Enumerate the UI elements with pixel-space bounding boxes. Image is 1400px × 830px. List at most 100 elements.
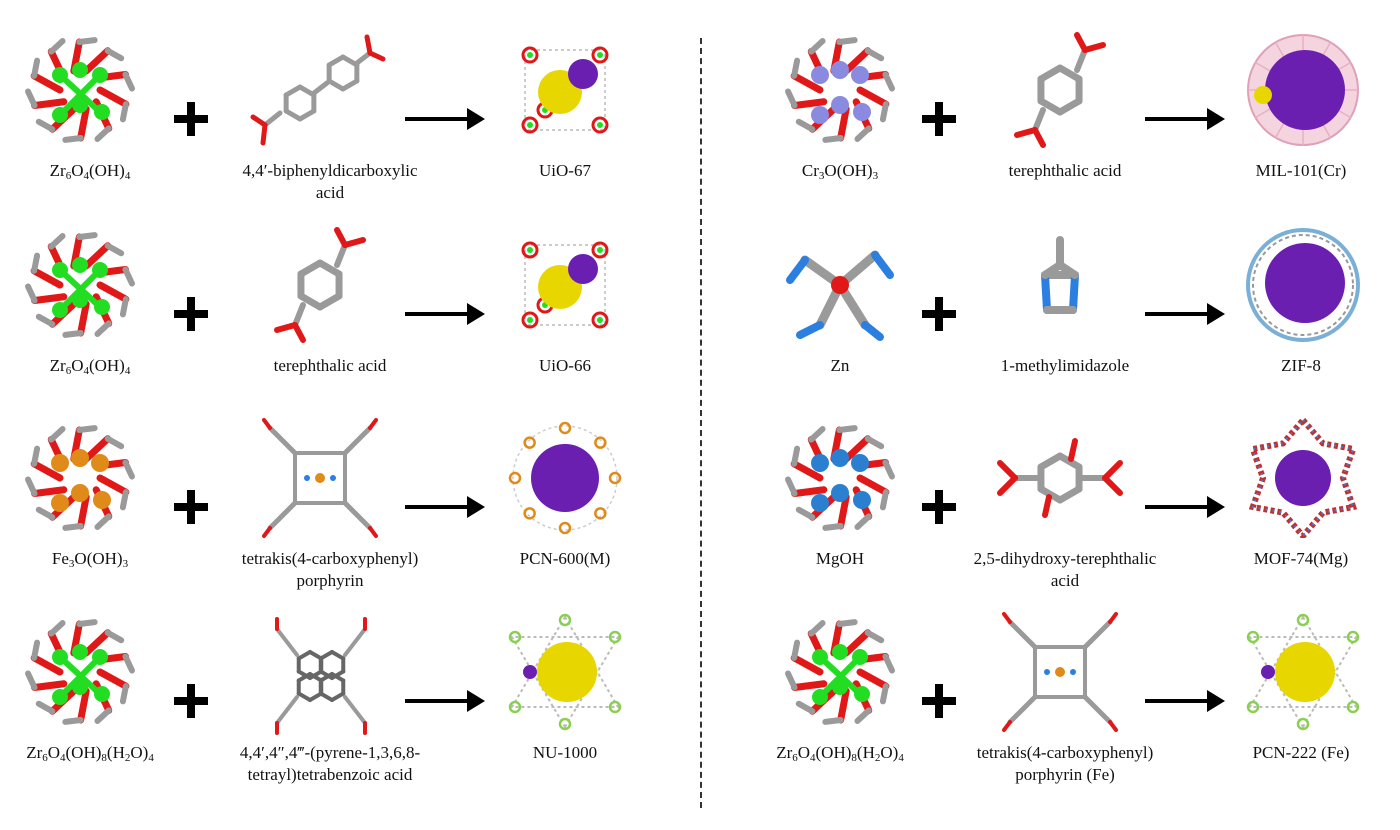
linker-label: terephthalic acid: [950, 160, 1180, 182]
terephthalate-icon: [245, 220, 395, 350]
formula-text: Zn: [830, 356, 850, 375]
zif-cage-icon: [1243, 225, 1363, 345]
metal-node-label: Zr6O4(OH)8(H2O)4: [755, 742, 925, 764]
hexagonal-channel-icon: [1243, 418, 1363, 538]
reaction-arrow-icon: [405, 108, 485, 130]
metal-node-label: Zr6O4(OH)4: [5, 355, 175, 377]
plus-icon: [922, 684, 956, 718]
formula-subscript: 3: [68, 558, 75, 570]
linker-label-line2: tetrayl)tetrabenzoic acid: [247, 765, 413, 784]
uio-framework-icon: [505, 225, 625, 345]
reaction-arrow-icon: [405, 496, 485, 518]
linker-label-line2: acid: [1050, 571, 1080, 590]
formula-subscript: 3: [122, 558, 129, 570]
formula-subscript: 4: [124, 170, 131, 182]
metal-node-label: Cr3O(OH)3: [755, 160, 925, 182]
mof-name-label: UiO-67: [539, 161, 591, 180]
mof-name-label: PCN-600(M): [519, 549, 611, 568]
formula-text: O: [71, 356, 84, 375]
linker-label-line1: 1-methylimidazole: [1000, 356, 1130, 375]
zn-node-icon: [780, 225, 900, 345]
linker-label-line2: porphyrin: [296, 571, 364, 590]
reaction-row: MgOH 2,5-dihydroxy-terephthalic acid MOF-74…: [700, 418, 1400, 618]
formula-subscript: 4: [83, 170, 89, 182]
linker-label-line2: porphyrin (Fe): [1015, 765, 1115, 784]
plus-icon: [174, 102, 208, 136]
formula-text: Cr: [801, 161, 819, 180]
metal-node-label: Zr6O4(OH)4: [5, 160, 175, 182]
formula-subscript: 3: [872, 170, 879, 182]
linker-label: 4,4′,4″,4‴-(pyrene-1,3,6,8- tetrayl)tetra…: [215, 742, 445, 786]
formula-subscript: 2: [124, 752, 131, 764]
formula-text: O: [47, 743, 61, 762]
formula-text: O(OH): [824, 161, 873, 180]
linker-label-line1: terephthalic acid: [1008, 161, 1122, 180]
metal-node-label: Zn: [755, 355, 925, 377]
cr-cluster-icon: [780, 30, 900, 150]
formula-subscript: 4: [810, 752, 816, 764]
pcn-cage-icon: [505, 418, 625, 538]
linker-label: terephthalic acid: [215, 355, 445, 377]
linker-label-line1: 4,4′,4″,4‴-(pyrene-1,3,6,8-: [239, 743, 421, 762]
zr-cluster-icon: [780, 612, 900, 732]
formula-text: (OH): [88, 356, 125, 375]
linker-label-line1: 4,4′-biphenyldicarboxylic: [242, 161, 418, 180]
formula-subscript: 8: [851, 752, 857, 764]
linker-label-line1: 2,5-dihydroxy-terephthalic: [973, 549, 1157, 568]
formula-subscript: 6: [65, 170, 72, 182]
linker-label: tetrakis(4-carboxyphenyl)porphyrin (Fe): [950, 742, 1180, 786]
porphyrin-icon: [985, 607, 1135, 737]
plus-icon: [174, 490, 208, 524]
formula-subscript: 4: [83, 365, 89, 377]
mof-name-label: MIL-101(Cr): [1255, 161, 1347, 180]
formula-text: MgOH: [815, 549, 865, 568]
formula-subscript: 4: [60, 752, 66, 764]
plus-icon: [174, 684, 208, 718]
formula-text: Zr: [26, 743, 43, 762]
metal-node-label: MgOH: [755, 548, 925, 570]
kagome-framework-icon: [505, 612, 625, 732]
formula-text: (H: [856, 743, 875, 762]
reaction-arrow-icon: [1145, 108, 1225, 130]
formula-text: O: [71, 161, 84, 180]
linker-label-line1: tetrakis(4-carboxyphenyl): [241, 549, 419, 568]
formula-text: O: [797, 743, 811, 762]
reaction-arrow-icon: [1145, 690, 1225, 712]
mof-name-label: NU-1000: [532, 743, 598, 762]
mof-name-label: UiO-66: [539, 356, 591, 375]
mof-name-label: PCN-222 (Fe): [1252, 743, 1350, 762]
reaction-arrow-icon: [405, 690, 485, 712]
mof-name-label: ZIF-8: [1281, 356, 1321, 375]
zr-cluster-icon: [20, 225, 140, 345]
formula-text: (H: [106, 743, 125, 762]
metal-node-label: Fe3O(OH)3: [5, 548, 175, 570]
metal-node-label: Zr6O4(OH)8(H2O)4: [5, 742, 175, 764]
reaction-arrow-icon: [405, 303, 485, 325]
linker-label: 2,5-dihydroxy-terephthalic acid: [950, 548, 1180, 592]
formula-subscript: 4: [898, 752, 904, 764]
imidazole-icon: [985, 220, 1135, 350]
formula-subscript: 2: [874, 752, 881, 764]
formula-text: O): [130, 743, 149, 762]
reaction-row: Zn 1-methylimidazole ZIF-8: [700, 225, 1400, 425]
formula-subscript: 4: [124, 365, 131, 377]
zr-cluster-icon: [20, 612, 140, 732]
formula-text: Zr: [49, 161, 66, 180]
reaction-row: Fe3O(OH)3 tetrakis(4-carboxyphenyl) porphy…: [0, 418, 700, 618]
pyrene-tetrabenzoate-icon: [245, 607, 395, 737]
porphyrin-icon: [245, 413, 395, 543]
reaction-arrow-icon: [1145, 303, 1225, 325]
plus-icon: [922, 297, 956, 331]
dashed-divider: [700, 38, 702, 808]
linker-label: tetrakis(4-carboxyphenyl) porphyrin: [215, 548, 445, 592]
formula-subscript: 3: [818, 170, 825, 182]
formula-subscript: 4: [148, 752, 154, 764]
fe-cluster-icon: [20, 418, 140, 538]
mof-name-label: MOF-74(Mg): [1253, 549, 1349, 568]
